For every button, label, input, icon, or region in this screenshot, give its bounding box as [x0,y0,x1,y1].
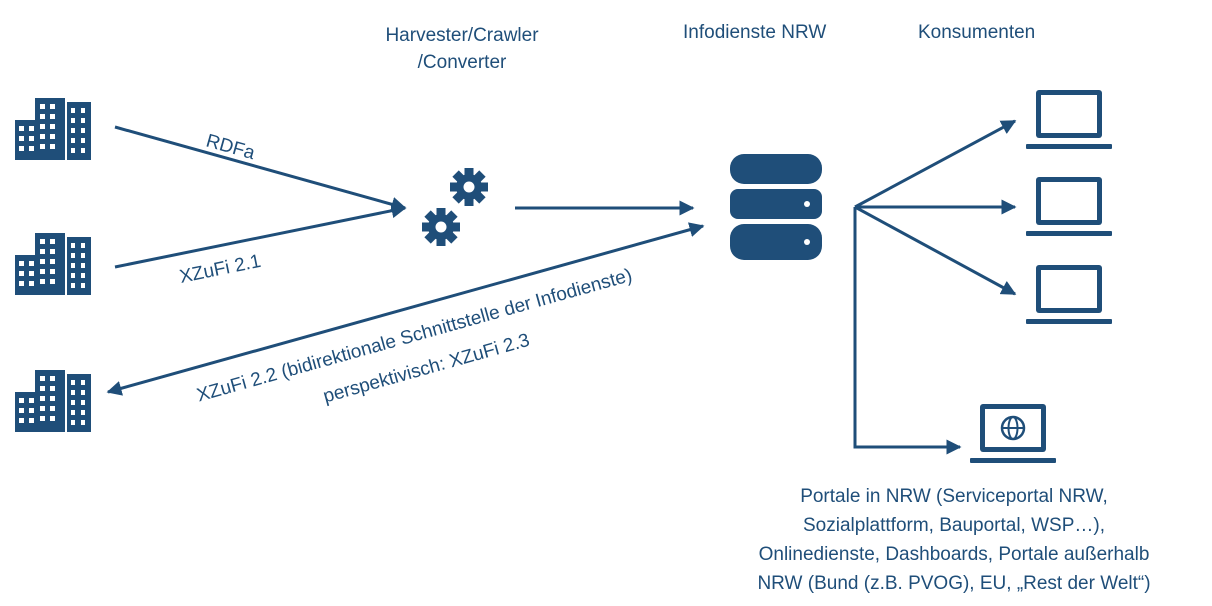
konsumenten-label: Konsumenten [918,22,1036,43]
xzufi22-label-line1: XZuFi 2.2 (bidirektionale Schnittstelle … [195,265,635,406]
building-icon-3 [15,370,91,432]
db-to-laptop-3-arrow [854,205,1017,296]
rdfa-arrow [114,125,407,212]
laptop-icon-1 [1026,90,1112,149]
xzufi22-bidirectional-arrow [106,222,705,396]
laptop-icon-2 [1026,177,1112,236]
portals-description: Portale in NRW (Serviceportal NRW, Sozia… [690,482,1212,598]
harvester-label-line1: Harvester/Crawler [385,25,539,46]
db-to-portal-arrow [853,207,962,455]
harvester-label-line2: /Converter [417,52,507,73]
db-to-laptop-1-arrow [854,119,1017,209]
portals-line1: Portale in NRW (Serviceportal NRW, [800,486,1108,507]
infodienste-label: Infodienste NRW [683,22,827,43]
portals-line3: Onlinedienste, Dashboards, Portale außer… [758,544,1150,565]
portals-line2: Sozialplattform, Bauportal, WSP…), [803,515,1105,536]
laptop-icon-3 [1026,265,1112,324]
xzufi21-label: XZuFi 2.1 [178,251,263,288]
gears-icon [422,168,488,246]
harvester-label: Harvester/Crawler /Converter [352,22,572,76]
portals-line4: NRW (Bund (z.B. PVOG), EU, „Rest der Wel… [757,573,1151,594]
building-icon-2 [15,233,91,295]
building-icon-1 [15,98,91,160]
database-icon [730,154,822,260]
globe-laptop-icon [970,404,1056,463]
